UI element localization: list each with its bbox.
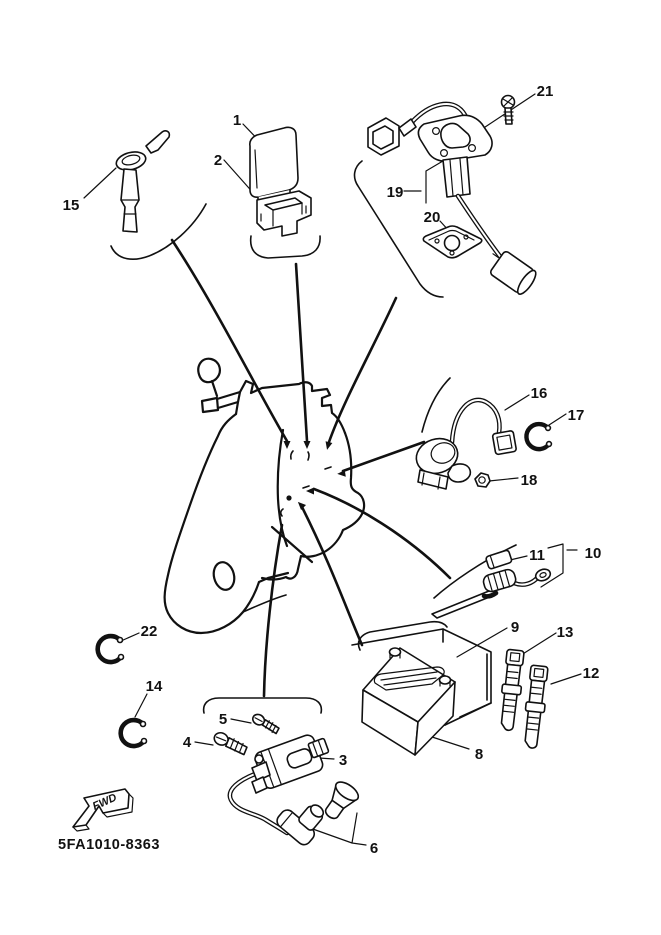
part-fuse-11	[485, 549, 513, 570]
part-plug-cap-15	[115, 130, 171, 233]
part-gasket-20	[422, 225, 483, 259]
callout-5: 5	[219, 711, 227, 728]
scooter-silhouette	[163, 357, 366, 635]
part-circlip-14	[118, 717, 148, 749]
part-boot-6	[324, 781, 360, 820]
part-ignition-coil-3	[227, 734, 330, 836]
part-holder-2	[256, 190, 312, 237]
callout-21: 21	[537, 83, 554, 100]
callout-13: 13	[557, 624, 574, 641]
callout-10: 10	[585, 545, 602, 562]
callout-19: 19	[387, 184, 404, 201]
part-fuse-holder-10	[431, 568, 552, 619]
callout-18: 18	[521, 472, 538, 489]
callout-16: 16	[531, 385, 548, 402]
callout-leaders	[83, 93, 582, 846]
callout-12: 12	[583, 665, 600, 682]
part-fuel-sender-19	[367, 101, 537, 295]
part-band-12	[524, 664, 549, 749]
callout-1: 1	[233, 112, 241, 129]
leader-lines	[170, 238, 452, 698]
part-screw-4	[213, 731, 248, 756]
diagram-code: 5FA1010-8363	[58, 837, 160, 853]
callout-3: 3	[339, 752, 347, 769]
callout-9: 9	[511, 619, 519, 636]
callout-14: 14	[146, 678, 163, 695]
part-screw-5	[251, 713, 280, 735]
callout-2: 2	[214, 152, 222, 169]
callout-numbers: 1 2 3 4 5 6 8 9 10 11 12 13 14 15 16 17 …	[63, 83, 602, 857]
callout-11: 11	[529, 547, 545, 564]
callout-8: 8	[475, 746, 483, 763]
callout-6: 6	[370, 840, 378, 857]
part-nut-18	[474, 472, 491, 488]
part-circlip-22	[95, 633, 125, 665]
callout-22: 22	[141, 623, 158, 640]
part-circlip-17	[524, 421, 553, 452]
callout-4: 4	[183, 734, 192, 751]
callout-17: 17	[568, 407, 585, 424]
part-battery-8	[361, 647, 456, 756]
part-plug-cap-6	[276, 804, 325, 846]
part-relay-16	[415, 397, 517, 490]
callout-20: 20	[424, 209, 441, 226]
part-screw-21	[500, 94, 516, 125]
part-band-13	[500, 648, 525, 732]
callout-15: 15	[63, 197, 80, 214]
fwd-arrow-icon: FWD	[72, 788, 134, 832]
